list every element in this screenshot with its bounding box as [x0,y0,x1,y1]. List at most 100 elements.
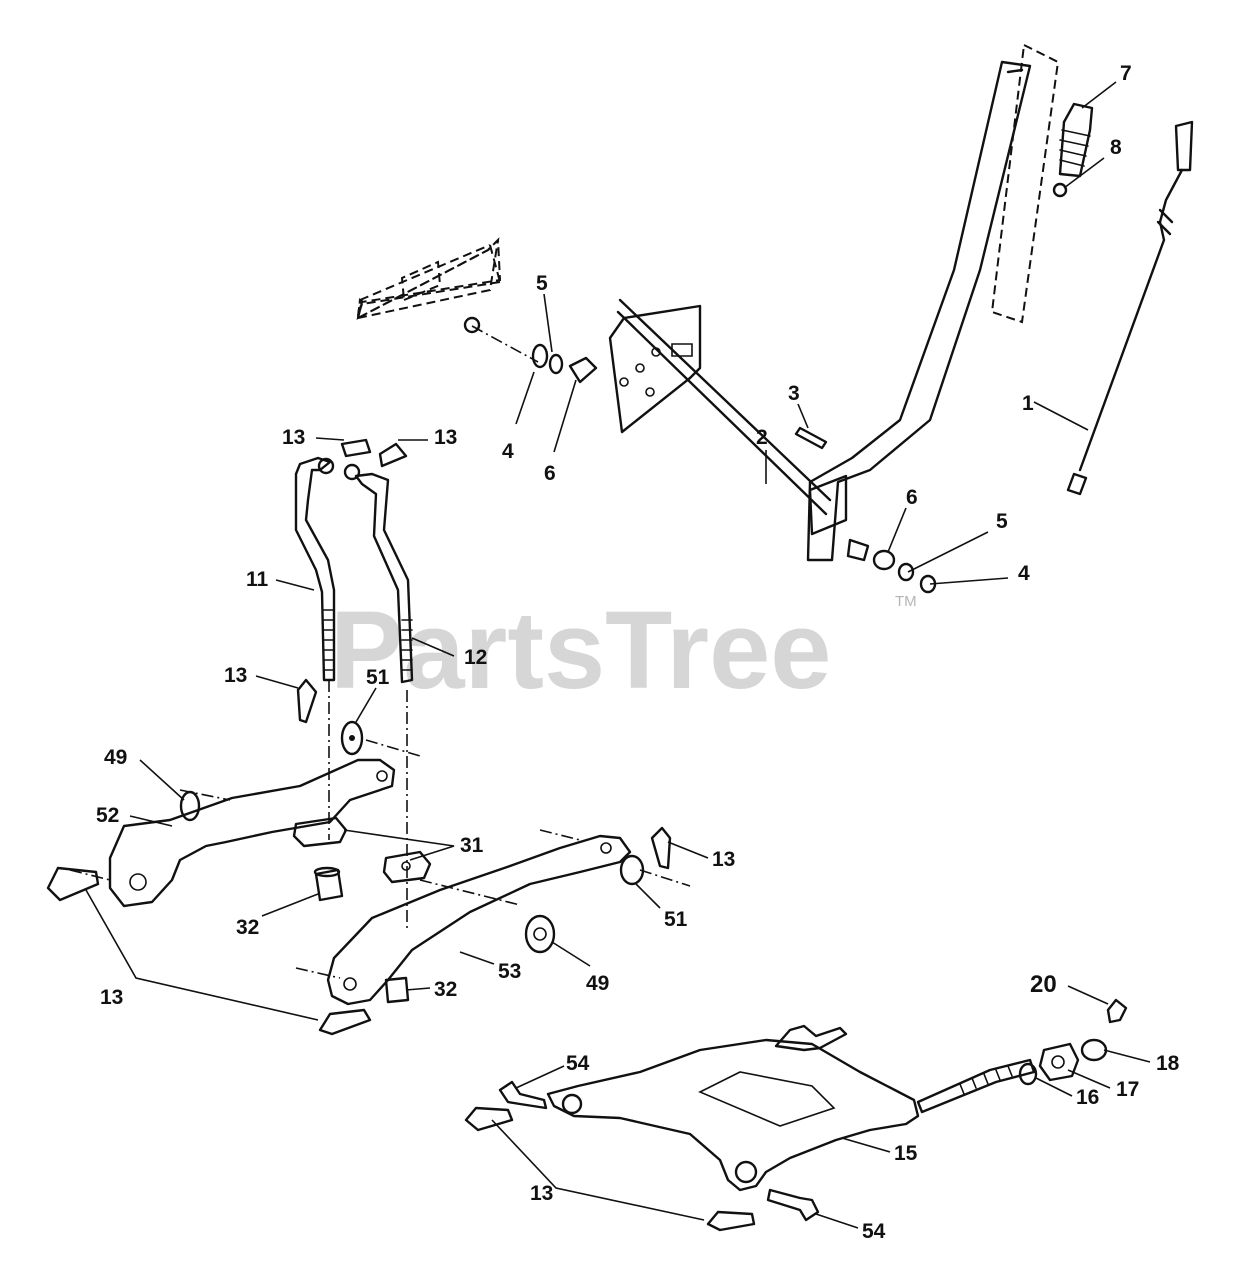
callout-13-right: 13 [712,848,735,871]
callout-15: 15 [894,1142,918,1165]
lift-link-right-threads [401,619,413,671]
watermark-trademark: TM [895,593,917,610]
lift-arm-52-hole [129,873,147,891]
spring-coils [1059,129,1091,167]
callout-54-upper: 54 [566,1052,590,1075]
callout-16: 16 [1076,1086,1099,1109]
leader-20 [1067,985,1109,1005]
frame-outline-right [990,43,1060,324]
trunnion-31-upper [292,816,348,848]
callout-20: 20 [1030,971,1057,998]
leader-51a [355,687,377,723]
callout-5-right: 5 [996,510,1008,533]
hairpin-clip-20 [1106,998,1128,1024]
callout-53: 53 [498,960,521,983]
leader-31 [343,829,455,861]
hairpin-clip-mid [296,678,318,724]
leader-52 [129,815,173,827]
watermark-brand: PartsTree [330,589,831,712]
spring [1058,102,1094,178]
leader-13e [85,889,319,1021]
retaining-ring-left [531,343,549,369]
leader-13d [667,841,709,859]
callout-51-lower: 51 [664,908,688,931]
spring-nut [1052,182,1068,198]
hairpin-clip-left [46,866,100,902]
callout-32-upper: 32 [236,916,259,939]
callout-12: 12 [464,646,487,669]
lift-handle-top [1006,68,1024,74]
leader-54a [515,1065,565,1089]
pivot-plate-hole [651,347,661,357]
callout-54-lower: 54 [862,1220,886,1243]
lift-shaft-top-edge [618,298,832,502]
leader-18 [1103,1049,1151,1063]
washer-right [897,562,915,582]
callout-13-bracket: 13 [530,1182,553,1205]
leader-11 [275,579,315,591]
bracket-pivot-bottom [734,1160,758,1184]
axis-line-plate [471,325,539,363]
hairpin-clip-top-right [378,442,408,468]
lift-handle [806,60,1032,562]
pin-part-3 [794,426,828,450]
leader-53 [459,951,495,965]
callout-49-lower: 49 [586,972,609,995]
callout-1: 1 [1022,392,1034,415]
leader-7 [1081,81,1117,109]
leader-5b [907,531,989,573]
clevis-pin-18 [1080,1038,1108,1062]
cable-knob [1174,120,1194,172]
leader-54b [815,1213,859,1229]
bushing-32-upper [314,868,344,902]
callout-13-lower-left: 13 [100,986,123,1009]
hairpin-clip-right [650,826,672,870]
washer-left [548,353,564,375]
bushing-49-lower [524,914,556,954]
washer-51-upper [340,720,364,756]
callout-5-left: 5 [536,272,548,295]
washer-51-lower [619,854,645,886]
callout-13-mid: 13 [224,664,247,687]
lift-link-left-eye [317,457,335,475]
callout-8: 8 [1110,136,1122,159]
pivot-plate-slot [671,343,693,357]
leader-17 [1067,1069,1111,1089]
leader-13a [315,437,345,441]
shaft-end [846,538,870,562]
guide-line-arm-bottom [295,967,341,979]
callout-51-upper: 51 [366,666,390,689]
lift-link-left [294,456,336,682]
hairpin-clip-bracket-lower [706,1210,756,1232]
callout-7: 7 [1120,62,1132,85]
callout-13-top-left: 13 [282,426,305,449]
leader-16 [1035,1077,1073,1097]
shoulder-bolt-54-upper [498,1080,548,1110]
callout-3: 3 [788,382,800,405]
callout-4-right: 4 [1018,562,1030,585]
leader-13c [255,675,299,689]
leader-4b [929,577,1009,585]
leader-32a [261,893,319,917]
hairpin-clip-bottom-arm [318,1008,372,1036]
lift-arm-52 [108,758,396,908]
callout-13-top-right: 13 [434,426,457,449]
leader-49b [551,941,591,967]
leader-6b [887,507,907,553]
leader-5a [543,293,553,353]
guide-line-arm-left [69,869,111,881]
callout-4-left: 4 [502,440,514,463]
hairpin-clip-top-left [340,438,372,458]
drawbar-bracket-15 [546,1038,920,1192]
callout-18: 18 [1156,1052,1180,1075]
bushing-49-upper [179,790,201,822]
lift-link-left-threads [323,609,335,671]
callout-52: 52 [96,804,119,827]
lift-shaft-bottom-edge [616,310,828,516]
cable-end [1066,472,1088,496]
bracket-rod-top [774,1024,848,1052]
leader-4a [515,371,535,425]
cable-ferrule [1156,208,1174,236]
